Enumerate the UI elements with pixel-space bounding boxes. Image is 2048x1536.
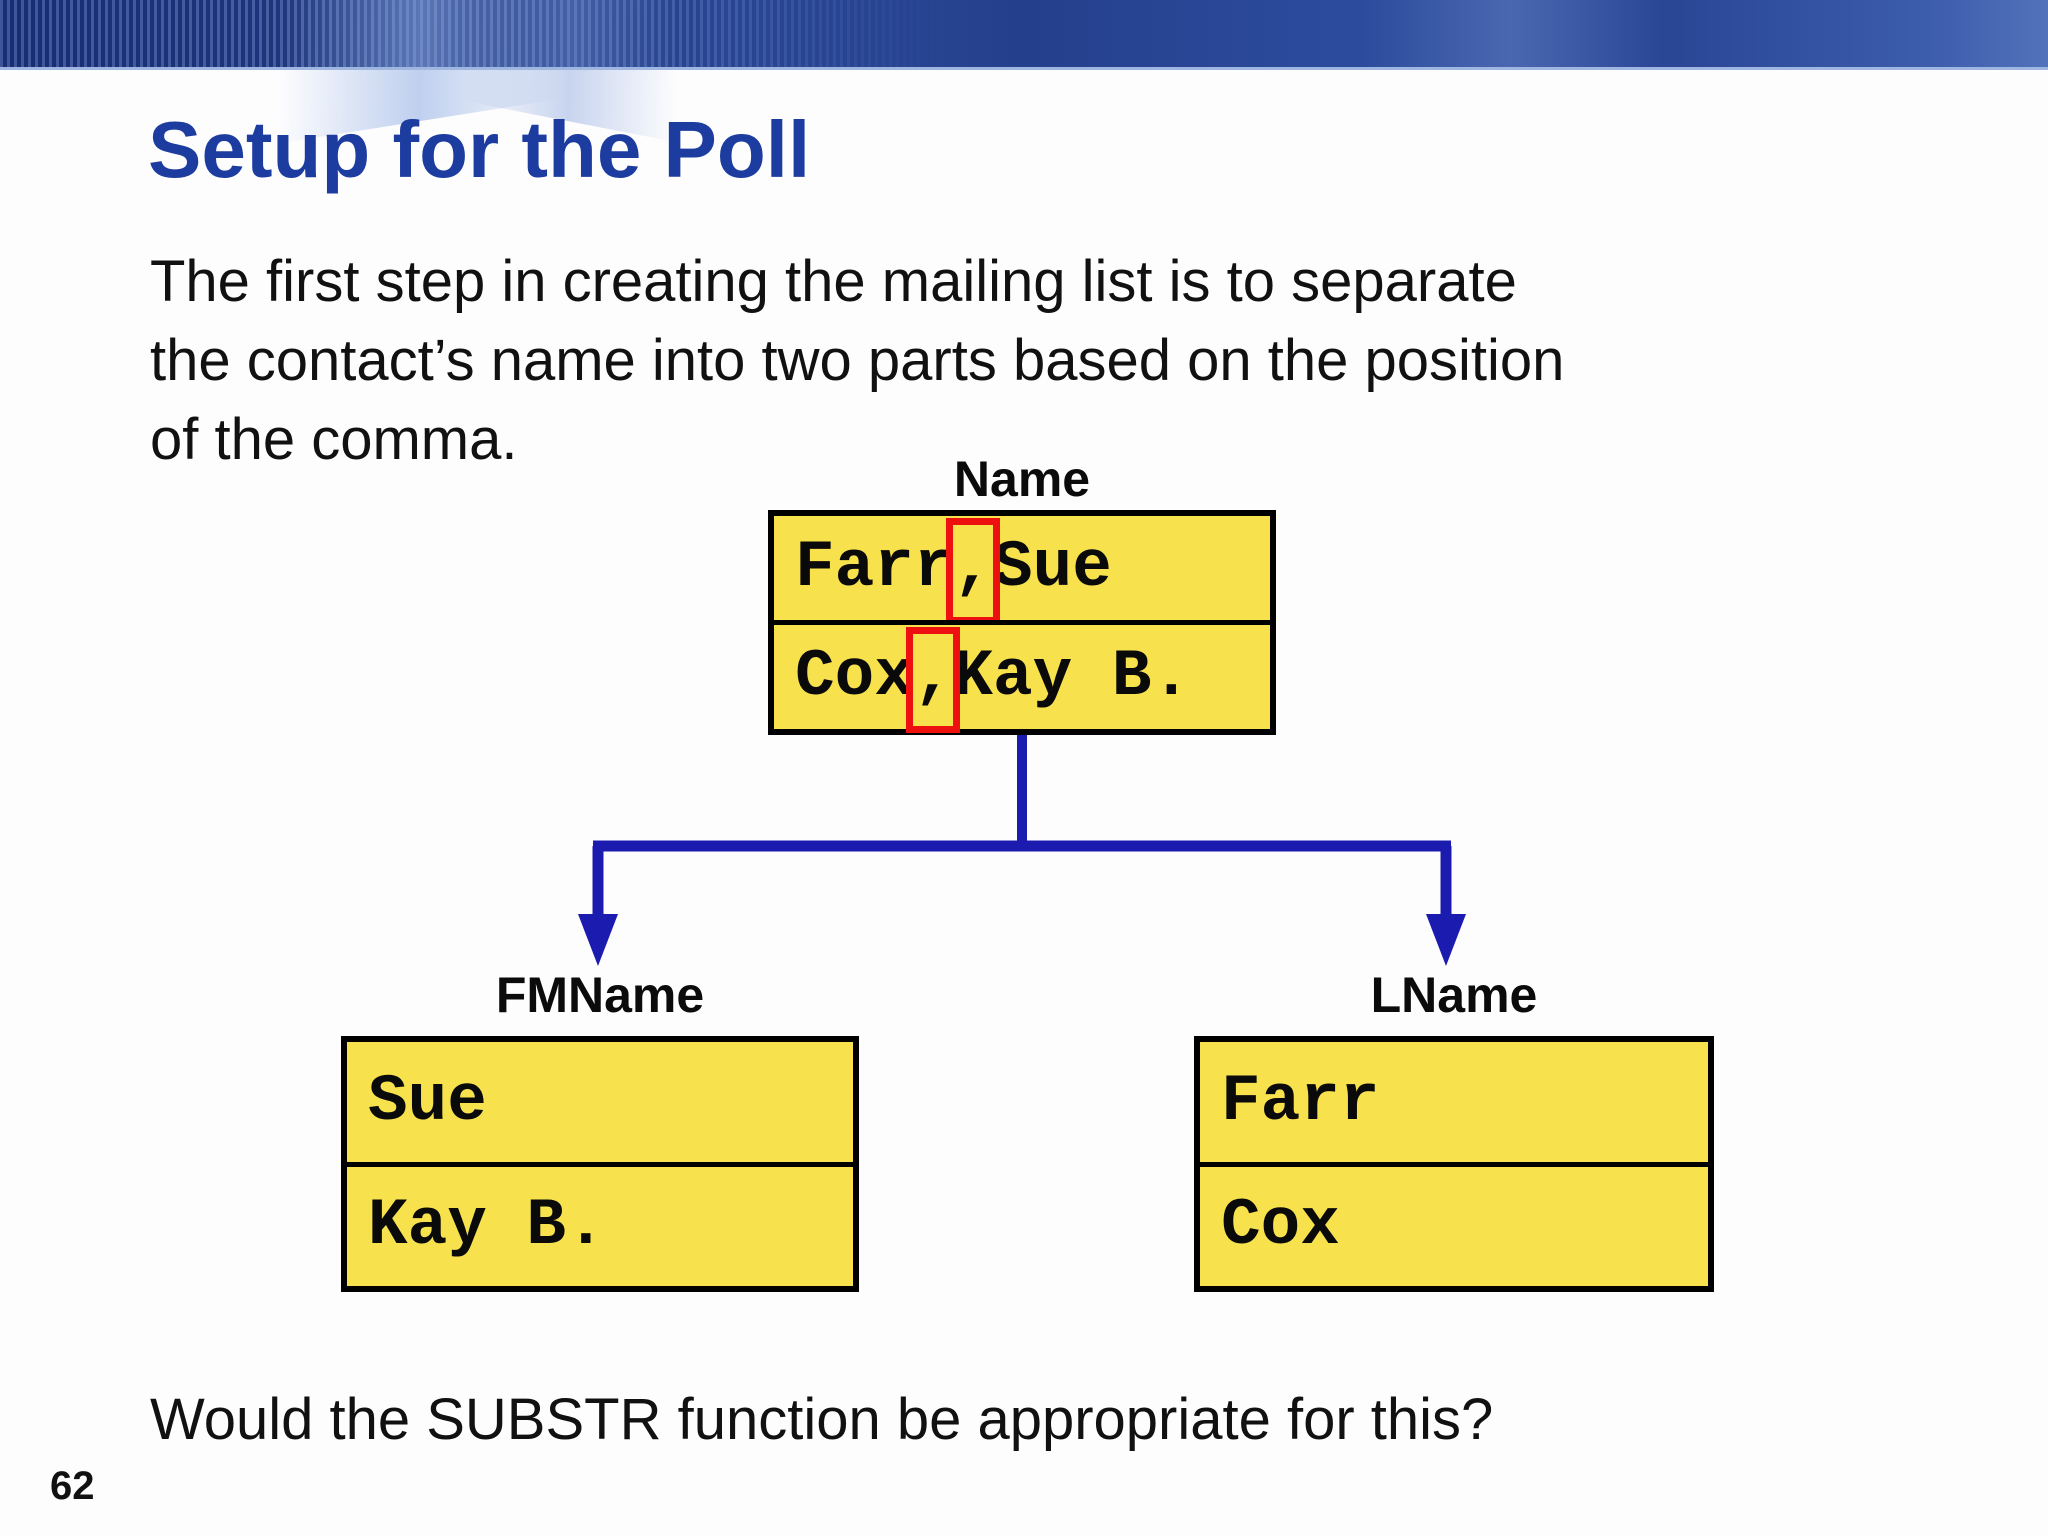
name-column-label: Name <box>953 451 1091 507</box>
banner <box>0 0 2048 186</box>
page-number: 62 <box>50 1464 95 1508</box>
intro-line-3: of the comma. <box>150 407 518 472</box>
arrow-right-icon <box>1426 914 1466 966</box>
fmname-box: Sue Kay B. <box>341 1036 859 1292</box>
fmname-cell-row2: Kay B. <box>347 1161 853 1287</box>
lname-box: Farr Cox <box>1194 1036 1714 1292</box>
name-cell-row2-text: Cox,Kay B. <box>795 639 1192 714</box>
lname-cell-row2-text: Cox <box>1221 1188 1340 1264</box>
name-cell-row2: Cox,Kay B. <box>774 620 1270 733</box>
lname-cell-row1-text: Farr <box>1221 1063 1380 1139</box>
lname-column-label: LName <box>1370 967 1538 1023</box>
fmname-cell-row1: Sue <box>347 1042 853 1162</box>
fmname-cell-row2-text: Kay B. <box>368 1188 606 1264</box>
name-box: Farr,Sue Cox,Kay B. <box>768 510 1276 735</box>
name-cell-row1-text: Farr,Sue <box>795 530 1112 605</box>
lname-cell-row2: Cox <box>1200 1161 1708 1287</box>
banner-edge-line <box>0 67 2048 70</box>
intro-line-1: The first step in creating the mailing l… <box>150 249 1517 314</box>
lname-cell-row1: Farr <box>1200 1042 1708 1162</box>
banner-glow <box>1360 0 1660 70</box>
intro-line-2: the contact’s name into two parts based … <box>150 328 1565 393</box>
intro-paragraph: The first step in creating the mailing l… <box>150 242 1564 479</box>
name-cell-row1: Farr,Sue <box>774 516 1270 624</box>
arrow-left-icon <box>578 914 618 966</box>
question-text: Would the SUBSTR function be appropriate… <box>150 1387 1494 1452</box>
page-title: Setup for the Poll <box>148 105 811 194</box>
fmname-column-label: FMName <box>495 967 705 1023</box>
fmname-cell-row1-text: Sue <box>368 1063 487 1139</box>
